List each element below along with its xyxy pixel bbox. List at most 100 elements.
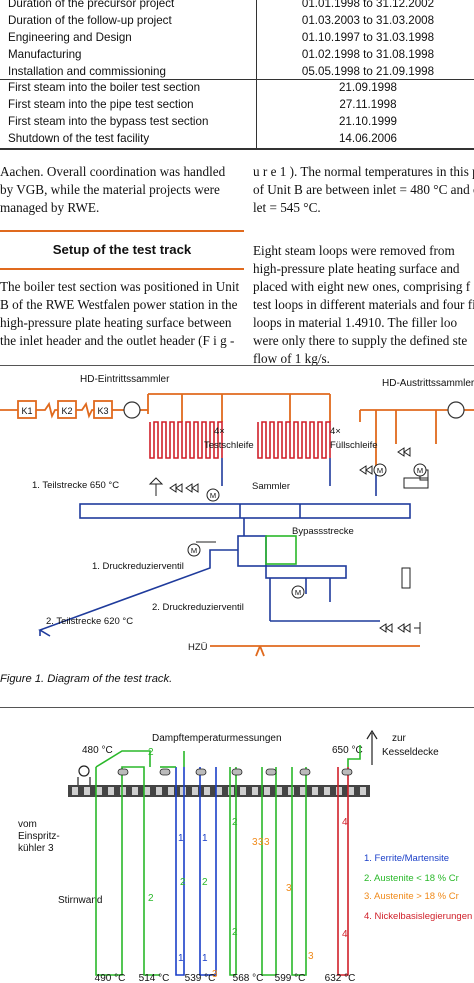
loop-number: 4 bbox=[342, 817, 348, 828]
loop-number: 1 bbox=[178, 953, 184, 964]
temp-label: 599 °C bbox=[275, 973, 306, 983]
table-bottom-rule bbox=[0, 148, 474, 150]
outlet-header-label: HD-Austrittssammler bbox=[382, 378, 474, 389]
loop-number: 3 bbox=[286, 883, 292, 894]
legend-item: 1. Ferrite/Martensite bbox=[364, 853, 449, 864]
table-row: First steam into the boiler test section… bbox=[0, 79, 474, 96]
figure1-caption: Figure 1. Diagram of the test track. bbox=[0, 673, 173, 685]
legend-item: 3. Austenite > 18 % Cr bbox=[364, 891, 459, 902]
row-value: 01.02.1998 to 31.08.1998 bbox=[301, 48, 435, 61]
text-line: u r e 1 ). The normal temperatures in th… bbox=[253, 164, 474, 179]
collector-label: Sammler bbox=[252, 481, 290, 492]
motor-valve-icon bbox=[413, 463, 427, 477]
loop-number: 2 bbox=[202, 877, 208, 888]
row-label: Duration of the follow-up project bbox=[8, 14, 172, 27]
kesseldecke-label: Kesseldecke bbox=[382, 747, 439, 758]
text-line: loops in material 1.4910. The filler loo bbox=[253, 315, 458, 330]
row-label: Engineering and Design bbox=[8, 31, 132, 44]
filler-loop-label: Füllschleife bbox=[330, 440, 378, 451]
text-line: managed by RWE. bbox=[0, 200, 100, 215]
motor-valve-icon bbox=[291, 585, 305, 599]
row-label: First steam into the pipe test section bbox=[8, 98, 194, 111]
table-row: Duration of the precursor project 01.01.1… bbox=[0, 0, 474, 12]
text-line: let = 545 °C. bbox=[253, 200, 321, 215]
section2-header bbox=[265, 565, 347, 579]
text-line: were only there to supply the defined st… bbox=[253, 333, 468, 348]
loop-number: 2 bbox=[180, 877, 186, 888]
outlet-header-circle bbox=[447, 401, 465, 419]
motor-label: M bbox=[191, 546, 197, 555]
row-label: Installation and commissioning bbox=[8, 65, 166, 78]
loop-number: 3 bbox=[308, 951, 314, 962]
figure1-diagram: HD-Eintrittssammler HD-Austrittssammler … bbox=[0, 374, 474, 657]
table-row: First steam into the bypass test section… bbox=[0, 113, 474, 130]
temp-label: 490 °C bbox=[95, 973, 126, 983]
filler-loop-count: 4× bbox=[330, 426, 341, 437]
text-line: flow of 1 kg/s. bbox=[253, 351, 330, 366]
test-loop-count: 4× bbox=[214, 426, 225, 437]
loop-number: 1 bbox=[202, 833, 208, 844]
loop-number: 3 bbox=[212, 969, 218, 980]
prv2-label: 2. Druckreduzierventil bbox=[152, 602, 244, 613]
loop-number: 4 bbox=[342, 929, 348, 940]
loop-number: 3 bbox=[258, 837, 264, 848]
inlet-header-circle bbox=[123, 401, 141, 419]
loop-number: 1 bbox=[178, 833, 184, 844]
section1-label: 1. Teilstrecke 650 °C bbox=[32, 480, 119, 491]
motor-label: M bbox=[377, 466, 383, 475]
loop-number: 1 bbox=[202, 953, 208, 964]
inlet-header-label: HD-Eintrittssammler bbox=[80, 374, 170, 385]
figure2-top-rule bbox=[0, 707, 474, 708]
row-value: 21.09.1998 bbox=[338, 81, 398, 94]
loop-number: 3 bbox=[252, 837, 258, 848]
text-line: of Unit B are between inlet = 480 °C and… bbox=[253, 182, 474, 197]
section-heading: Setup of the test track bbox=[52, 242, 192, 257]
k3-label: K3 bbox=[97, 406, 108, 416]
table-divider bbox=[256, 0, 257, 148]
test-loops bbox=[149, 421, 331, 459]
heading-rule-bottom bbox=[0, 268, 244, 270]
text-line: the inlet header and the outlet header (… bbox=[0, 333, 235, 348]
legend-item: 2. Austenite < 18 % Cr bbox=[364, 873, 459, 884]
milestone-table: Duration of the precursor project 01.01.1… bbox=[0, 0, 474, 150]
figure1-top-rule bbox=[0, 365, 474, 366]
k1-label: K1 bbox=[21, 406, 32, 416]
temp-650: 650 °C bbox=[332, 745, 363, 756]
figure2-diagram: Dampftemperaturmessungen 480 °C 650 °C z… bbox=[18, 729, 472, 983]
left-paragraph-2: The boiler test section was positioned i… bbox=[0, 278, 239, 350]
sensor-icon bbox=[159, 768, 171, 776]
row-label: First steam into the bypass test section bbox=[8, 115, 209, 128]
wall-bar-pattern bbox=[72, 787, 366, 795]
sensor-icon bbox=[117, 768, 129, 776]
right-paragraph-1: u r e 1 ). The normal temperatures in th… bbox=[253, 163, 474, 217]
zur-label: zur bbox=[392, 733, 407, 744]
sensor-icon bbox=[265, 768, 277, 776]
temp-label: 539 °C bbox=[185, 973, 216, 983]
einspritz-label: Einspritz- bbox=[18, 831, 60, 842]
test-loop-label: Testschleife bbox=[204, 440, 254, 451]
motor-valve-icon bbox=[373, 463, 387, 477]
row-label: Shutdown of the test facility bbox=[8, 132, 150, 145]
collector-pipe bbox=[79, 503, 411, 519]
row-value: 14.06.2006 bbox=[338, 132, 398, 145]
temp-480: 480 °C bbox=[82, 745, 113, 756]
loop-number: 3 bbox=[264, 837, 270, 848]
heading-rule-top bbox=[0, 230, 244, 232]
row-label: First steam into the boiler test section bbox=[8, 81, 201, 94]
bypass-unit bbox=[237, 535, 267, 567]
table-separator bbox=[0, 79, 474, 80]
motor-valve-icon bbox=[206, 488, 220, 502]
row-value: 01.01.1998 to 31.12.2002 bbox=[301, 0, 435, 10]
prv1-label: 1. Druckreduzierventil bbox=[92, 561, 184, 572]
text-line: high-pressure plate heating surface betw… bbox=[0, 315, 232, 330]
motor-label: M bbox=[417, 466, 423, 475]
temp-label: 568 °C bbox=[233, 973, 264, 983]
material-legend: 1. Ferrite/Martensite 2. Austenite < 18 … bbox=[364, 853, 472, 922]
row-label: Duration of the precursor project bbox=[8, 0, 175, 10]
text-line: high-pressure plate heating surface and bbox=[253, 261, 460, 276]
row-value: 01.10.1997 to 31.03.1998 bbox=[301, 31, 435, 44]
sensor-icon bbox=[195, 768, 207, 776]
sensor-icon bbox=[299, 768, 311, 776]
